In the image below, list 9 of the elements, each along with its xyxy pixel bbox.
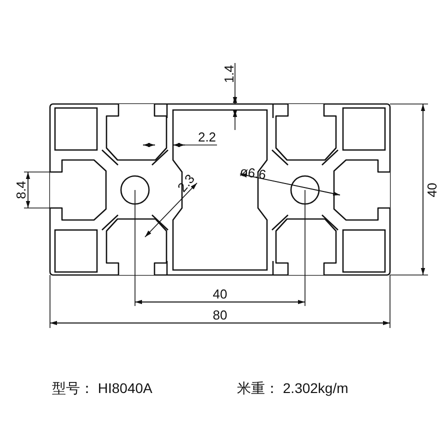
dimension-label: 8.4 (14, 180, 28, 200)
dimension-label: 2.2 (198, 130, 216, 144)
dimension-label: 80 (212, 308, 228, 322)
spec-text: 米重： 2.302kg/m (237, 381, 348, 395)
dimension-label: 40 (212, 288, 228, 300)
spec-text: 型号： HI8040A (52, 381, 152, 395)
dimension-label: 1.4 (222, 64, 236, 84)
dimension-label: 2.3 (175, 172, 197, 194)
dimension-label: 40 (426, 182, 438, 198)
